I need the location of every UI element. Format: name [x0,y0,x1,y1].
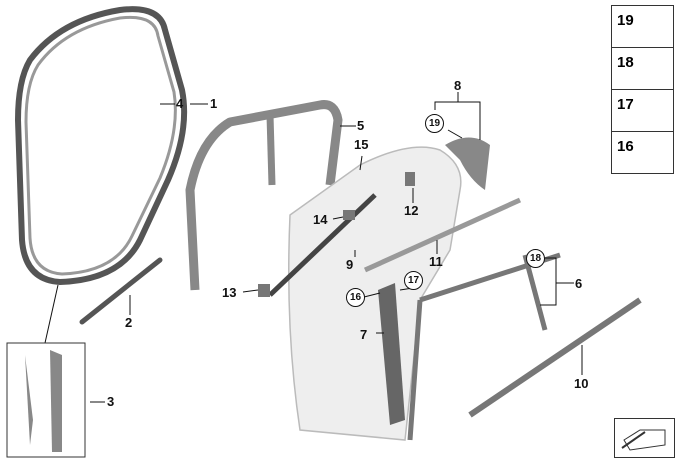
callout-12: 12 [404,203,419,218]
door-seal-inner [24,15,177,276]
callout-10: 10 [574,376,589,391]
legend-number: 18 [617,54,634,71]
window-frame-trim [185,100,343,291]
callout-6: 6 [575,276,583,291]
legend-item-17: 17 [611,89,674,132]
callout-14: 14 [313,212,328,227]
legend-number: 19 [617,12,634,29]
rear-door-panel [288,146,462,441]
part-14 [343,210,355,220]
callout-4: 4 [176,96,184,111]
detail-box-3 [6,342,86,458]
callout-3: 3 [107,394,115,409]
part-12 [405,172,415,186]
legend-item-18: 18 [611,47,674,90]
circled-callout-17: 17 [404,271,423,290]
pillar-trim-7 [378,283,405,425]
frame-6 [407,252,561,441]
door-seal-outer [15,6,188,285]
legend-number: 17 [617,96,634,113]
legend-number: 16 [617,138,634,155]
trim-10 [468,297,642,418]
legend-item-19: 19 [611,5,674,48]
window-channel-9 [268,193,377,297]
legend-item-16: 16 [611,131,674,174]
trim-11 [363,197,522,273]
circled-callout-19: 19 [425,114,444,133]
callout-1: 1 [210,96,218,111]
seal-strip-2 [79,257,163,325]
callout-9: 9 [346,257,354,272]
callout-5: 5 [357,118,365,133]
corner-cap-8 [445,137,490,190]
callout-7: 7 [360,327,368,342]
callout-15: 15 [354,137,369,152]
callout-2: 2 [125,315,133,330]
callout-13: 13 [222,285,237,300]
circled-callout-18: 18 [526,249,545,268]
circled-callout-16: 16 [346,288,365,307]
navigation-arrow-icon[interactable] [614,418,675,458]
callout-8: 8 [454,78,462,93]
part-13 [258,284,270,297]
leader-lines [44,92,583,403]
callout-11: 11 [429,254,443,269]
